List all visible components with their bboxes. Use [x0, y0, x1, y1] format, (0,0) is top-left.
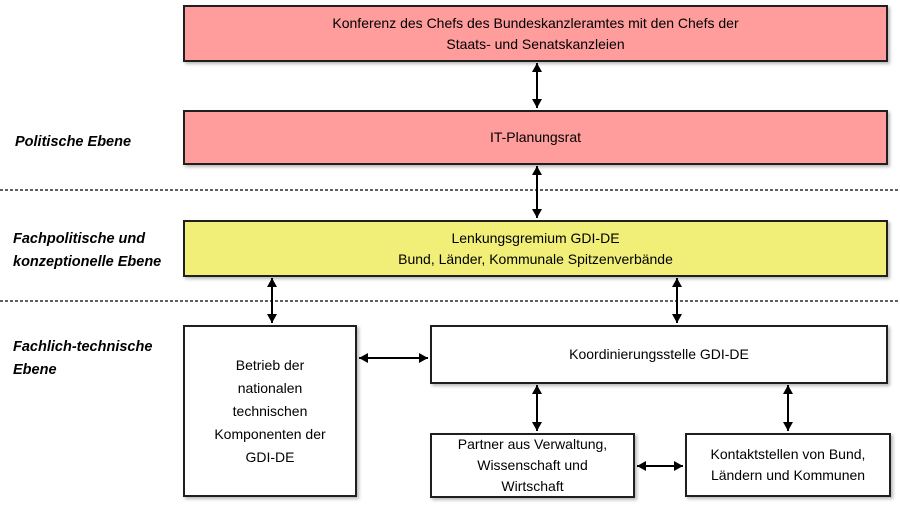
box-konferenz-text: Konferenz des Chefs des Bundeskanzleramt…	[332, 14, 739, 52]
level-divider-political-conceptual	[0, 189, 900, 191]
box-koordinierungsstelle-gdi-de: Koordinierungsstelle GDI-DE	[430, 325, 888, 384]
double-arrow-konferenz-itplanungsrat-icon	[536, 63, 538, 108]
box-it-planungsrat-text: IT-Planungsrat	[489, 129, 582, 145]
double-arrow-koordinierungsstelle-partner-icon	[536, 385, 538, 431]
double-arrow-koordinierungsstelle-kontaktstellen-icon	[787, 385, 789, 431]
box-it-planungsrat: IT-Planungsrat	[183, 110, 888, 165]
box-partner-text: Partner aus Verwaltung, Wissenschaft und…	[457, 436, 608, 494]
double-arrow-itplanungsrat-lenkungsgremium-icon	[536, 166, 538, 218]
level-label-fachlich-technische-ebene: Fachlich-technische Ebene	[13, 339, 153, 378]
box-konferenz-bundeskanzleramt: Konferenz des Chefs des Bundeskanzleramt…	[183, 5, 888, 62]
box-kontaktstellen-text: Kontaktstellen von Bund, Ländern und Kom…	[710, 446, 866, 483]
box-betrieb-text: Betrieb der nationalen technischen Kompo…	[214, 356, 326, 465]
box-partner-verwaltung-wissenschaft-wirtschaft: Partner aus Verwaltung, Wissenschaft und…	[430, 433, 635, 498]
box-kontaktstellen-bund-laender-kommunen: Kontaktstellen von Bund, Ländern und Kom…	[685, 433, 891, 497]
double-arrow-partner-kontaktstellen-icon	[637, 465, 683, 467]
box-lenkungsgremium-gdi-de: Lenkungsgremium GDI-DE Bund, Länder, Kom…	[183, 220, 888, 277]
box-betrieb-nationale-komponenten: Betrieb der nationalen technischen Kompo…	[183, 325, 357, 497]
double-arrow-betrieb-koordinierungsstelle-icon	[359, 357, 428, 359]
box-lenkungsgremium-text: Lenkungsgremium GDI-DE Bund, Länder, Kom…	[398, 229, 673, 267]
double-arrow-lenkungsgremium-betrieb-icon	[271, 278, 273, 323]
double-arrow-lenkungsgremium-koordinierungsstelle-icon	[676, 278, 678, 323]
level-divider-conceptual-technical	[0, 300, 900, 302]
level-label-fachpolitische-ebene: Fachpolitische und konzeptionelle Ebene	[13, 231, 162, 270]
box-koordinierungsstelle-text: Koordinierungsstelle GDI-DE	[569, 346, 749, 362]
level-label-politische-ebene: Politische Ebene	[15, 134, 132, 150]
